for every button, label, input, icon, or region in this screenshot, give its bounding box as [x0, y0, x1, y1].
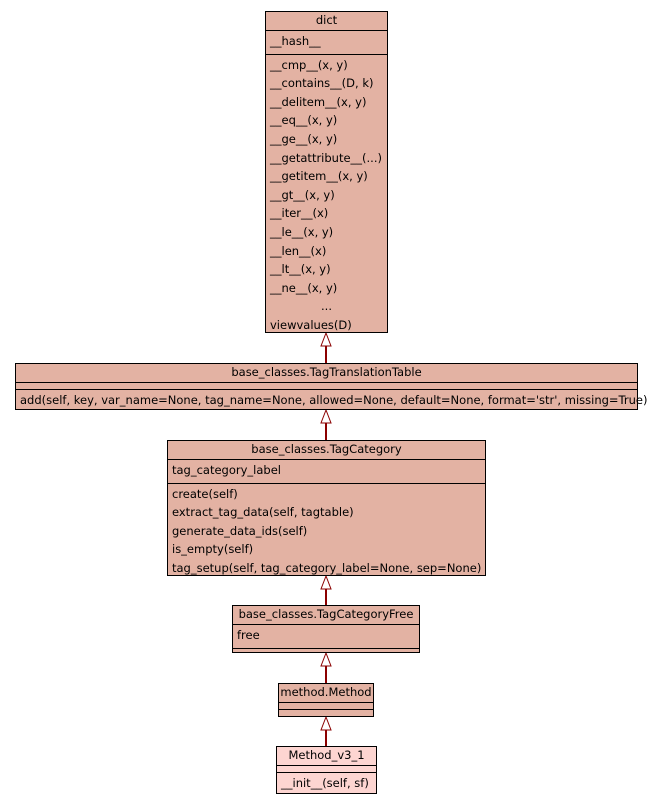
attribute: tag_category_label	[172, 463, 281, 477]
method: generate_data_ids(self)	[172, 523, 308, 538]
method: __cmp__(x, y)	[270, 57, 348, 72]
attributes-section	[279, 702, 373, 709]
method: __delitem__(x, y)	[270, 94, 367, 109]
method: add(self, key, var_name=None, tag_name=N…	[20, 393, 648, 407]
generalization-arrow-tcf	[320, 651, 332, 667]
class-name: base_classes.TagCategory	[251, 442, 402, 456]
attributes-section: __hash__	[266, 30, 387, 54]
class-name: base_classes.TagTranslationTable	[231, 365, 422, 379]
class-name: method.Method	[280, 685, 372, 699]
attributes-section: free	[233, 624, 419, 648]
class-name: base_classes.TagCategoryFree	[238, 607, 414, 621]
attribute: __hash__	[270, 34, 321, 48]
methods-section	[233, 647, 419, 655]
method: __getitem__(x, y)	[270, 169, 368, 184]
class-tag-translation-table[interactable]: base_classes.TagTranslationTable add(sel…	[15, 363, 648, 413]
method: create(self)	[172, 486, 238, 501]
method-ellipsis: ...	[321, 299, 332, 314]
attributes-section	[277, 765, 376, 772]
methods-section: __init__(self, sf)	[277, 772, 376, 796]
method: __contains__(D, k)	[270, 76, 374, 91]
methods-section	[279, 709, 373, 716]
generalization-arrow-dict	[320, 331, 332, 347]
method: is_empty(self)	[172, 542, 254, 557]
method: __lt__(x, y)	[270, 262, 331, 277]
attribute: free	[237, 628, 260, 642]
method: __le__(x, y)	[270, 224, 334, 239]
class-name: dict	[315, 13, 338, 27]
attributes-section	[16, 382, 637, 389]
methods-section: create(self) extract_tag_data(self, tagt…	[168, 482, 485, 581]
method: extract_tag_data(self, tagtable)	[172, 505, 354, 520]
class-tag-category-free[interactable]: base_classes.TagCategoryFree free	[232, 605, 420, 653]
method: __ne__(x, y)	[270, 280, 338, 295]
method: viewvalues(D)	[270, 317, 352, 332]
method: tag_setup(self, tag_category_label=None,…	[172, 560, 482, 575]
method: __iter__(x)	[270, 206, 329, 221]
method: __gt__(x, y)	[270, 187, 335, 202]
method: __getattribute__(...)	[270, 150, 382, 165]
methods-section: add(self, key, var_name=None, tag_name=N…	[16, 389, 648, 413]
method: __len__(x)	[270, 243, 327, 258]
class-name: Method_v3_1	[288, 748, 365, 762]
class-tag-category[interactable]: base_classes.TagCategory tag_category_la…	[167, 440, 486, 576]
class-method-v3-1[interactable]: Method_v3_1 __init__(self, sf)	[276, 746, 377, 794]
generalization-arrow-ttt	[320, 408, 332, 424]
method: __eq__(x, y)	[270, 113, 338, 128]
method: __ge__(x, y)	[270, 131, 338, 146]
method: __init__(self, sf)	[281, 776, 369, 790]
class-dict[interactable]: dict __hash__ __cmp__(x, y) __contains__…	[265, 11, 388, 333]
methods-section: __cmp__(x, y) __contains__(D, k) __delit…	[266, 53, 387, 338]
attributes-section: tag_category_label	[168, 459, 485, 483]
generalization-arrow-tc	[320, 574, 332, 590]
generalization-arrow-method	[320, 715, 332, 731]
class-method[interactable]: method.Method	[278, 683, 374, 717]
